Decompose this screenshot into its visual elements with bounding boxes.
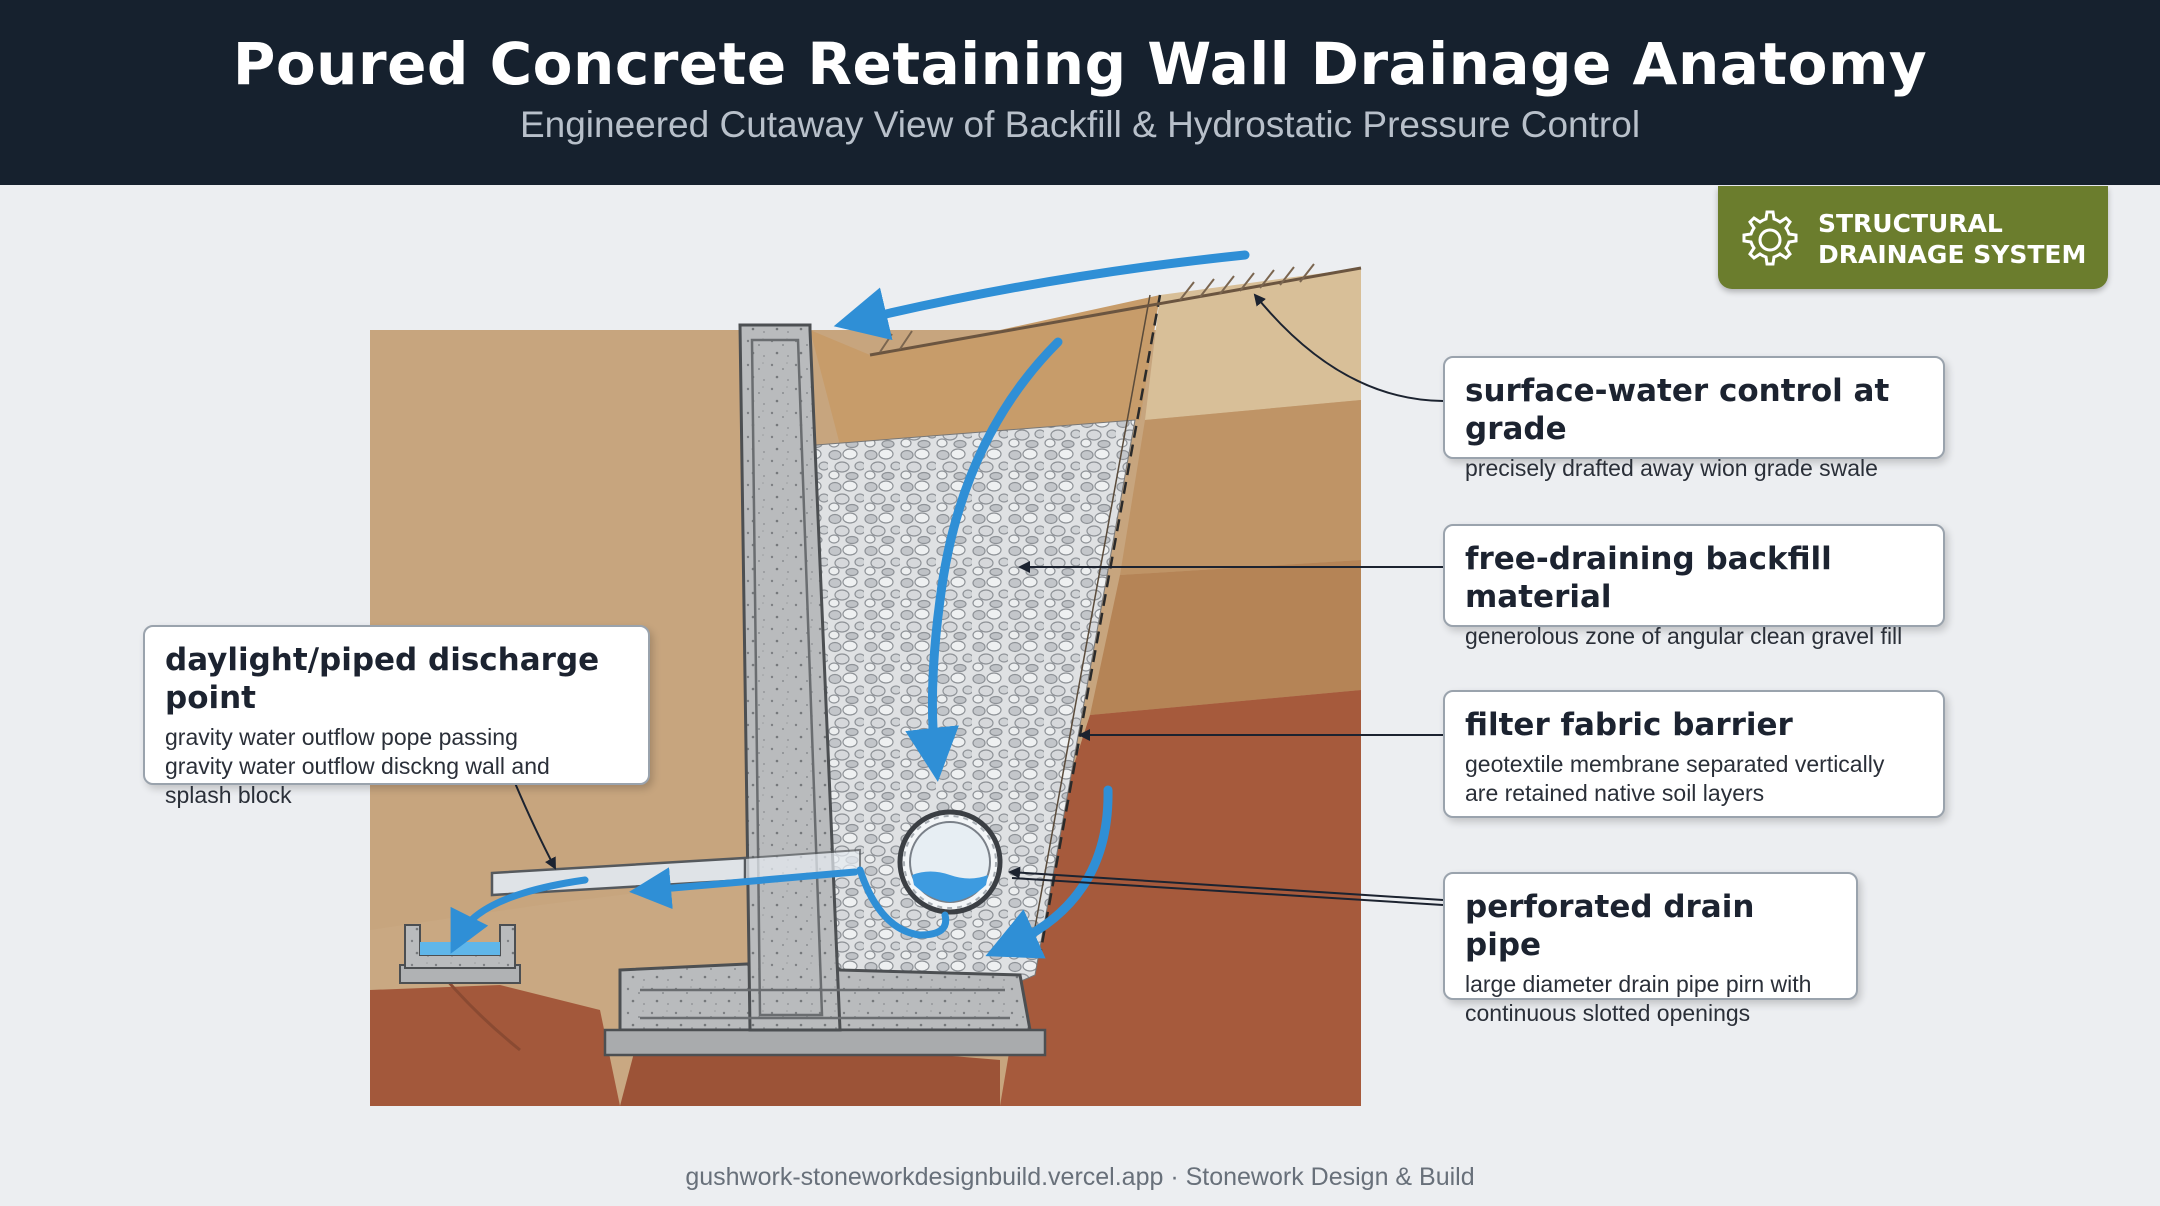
callout-body: gravity water outflow pope passing gravi…	[165, 723, 628, 810]
callout-title: surface-water control at grade	[1465, 373, 1890, 447]
callout-body-line: large diameter drain pipe pirn with	[1465, 971, 1812, 997]
structural-drainage-badge: STRUCTURAL DRAINAGE SYSTEM	[1718, 186, 2108, 289]
callout-discharge-point: daylight/piped discharge point gravity w…	[143, 625, 650, 808]
surface-runoff-arrow	[833, 250, 1250, 341]
callout-surface-water: surface-water control at grade precisely…	[1443, 356, 1945, 481]
lateral-seepage-arrow	[985, 785, 1113, 959]
page-subtitle: Engineered Cutaway View of Backfill & Hy…	[519, 104, 1641, 145]
callout-title: perforated drain pipe	[1465, 889, 1755, 963]
infiltration-arrow	[905, 337, 1063, 782]
filter-fabric-edge	[1029, 294, 1151, 956]
leader-surface	[1253, 293, 1444, 402]
callout-leader-lines	[514, 293, 1444, 906]
callout-body: precisely drafted away wion grade swale	[1465, 455, 1878, 481]
gear-icon	[1742, 210, 1798, 266]
callout-body-line: continuous slotted openings	[1465, 1000, 1751, 1026]
backfill-topsoil-cap	[810, 295, 1160, 445]
callout-body-line: gravity water outflow pope passing	[165, 724, 518, 750]
pipe-inflow-arrow	[856, 866, 950, 939]
callout-title: daylight/piped discharge point	[165, 642, 600, 716]
grade-line	[869, 266, 1362, 357]
callout-filter-fabric: filter fabric barrier geotextile membran…	[1443, 690, 1945, 818]
badge-line-1: STRUCTURAL	[1818, 209, 2003, 238]
badge-line-2: DRAINAGE SYSTEM	[1818, 240, 2087, 269]
footing-base-slab	[603, 1028, 1047, 1057]
callout-drain-pipe: perforated drain pipe large diameter dra…	[1443, 872, 1858, 1026]
outflow-arrow	[629, 867, 859, 910]
callout-body: large diameter drain pipe pirn with cont…	[1465, 970, 1836, 1028]
perforated-drain-pipe-graphic	[897, 809, 1003, 915]
front-clay-layer	[370, 985, 620, 1106]
leader-pipe	[1008, 866, 1444, 901]
native-soil-upper-band	[1145, 268, 1361, 420]
callout-body-line: gravity water outflow disckng wall and	[165, 753, 550, 779]
pipe-water	[912, 871, 988, 902]
splash-outflow-arrow	[450, 876, 589, 954]
callout-body-line: are retained native soil layers	[1465, 780, 1765, 806]
footer-credit: gushwork-stoneworkdesignbuild.vercel.app…	[685, 1163, 1475, 1191]
callout-body: geotextile membrane separated vertically…	[1465, 750, 1923, 808]
native-soil-lower-band	[1090, 560, 1361, 715]
water-flow-arrows	[450, 250, 1250, 959]
callout-title: free-draining backfill material	[1465, 541, 1832, 615]
callout-body-line: geotextile membrane separated vertically	[1465, 751, 1885, 777]
page-title: Poured Concrete Retaining Wall Drainage …	[232, 30, 1928, 98]
native-soil-middle-band	[1120, 400, 1361, 575]
native-clay-band	[1000, 690, 1361, 1106]
callout-backfill: free-draining backfill material generolo…	[1443, 524, 1945, 649]
splash-block	[404, 924, 516, 969]
badge-label: STRUCTURAL DRAINAGE SYSTEM	[1818, 208, 2098, 270]
wall-rebar-outline	[750, 338, 824, 1017]
filter-fabric-line	[1038, 294, 1162, 956]
callout-body-line: splash block	[165, 782, 292, 808]
splash-water	[420, 942, 500, 955]
leader-discharge	[514, 782, 556, 870]
header-bar: Poured Concrete Retaining Wall Drainage …	[0, 0, 2160, 185]
callout-title: filter fabric barrier	[1465, 707, 1793, 743]
leader-pipe-second	[1011, 877, 1444, 906]
grade-hatching	[879, 263, 1315, 353]
callout-body: generolous zone of angular clean gravel …	[1465, 623, 1903, 649]
